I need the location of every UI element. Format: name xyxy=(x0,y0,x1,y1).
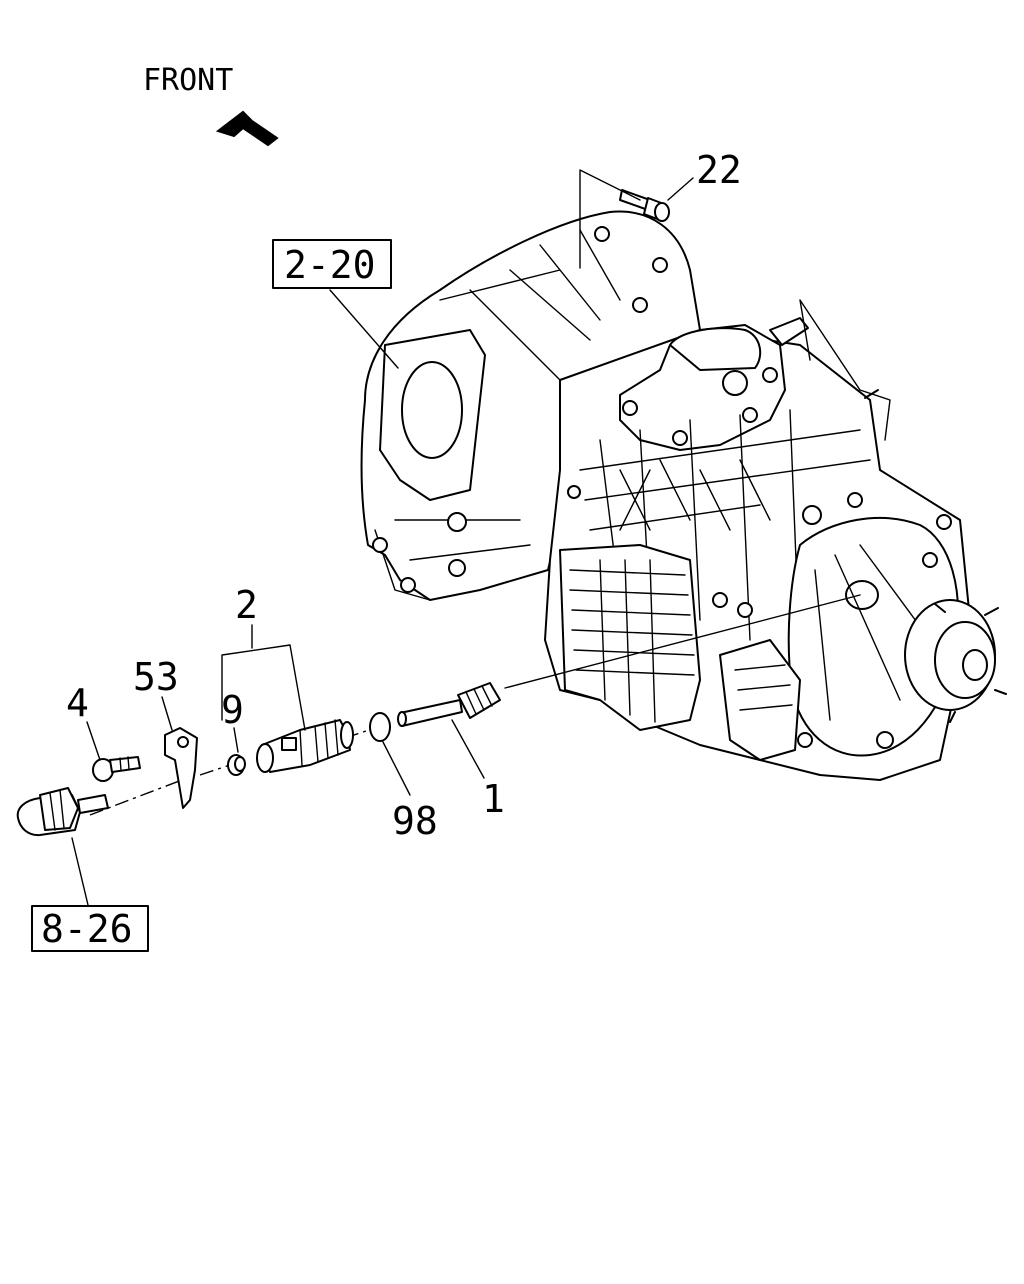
front-label: FRONT xyxy=(143,63,233,98)
reference-2-20: 2-20 xyxy=(284,243,376,287)
reference-8-26: 8-26 xyxy=(41,907,133,951)
driven-gear-shaft xyxy=(397,682,501,727)
callout-4: 4 xyxy=(66,681,89,725)
callout-22: 22 xyxy=(696,148,742,192)
callout-98: 98 xyxy=(392,799,438,843)
callout-9: 9 xyxy=(221,688,244,732)
callout-53: 53 xyxy=(133,655,179,699)
callout-2: 2 xyxy=(235,583,258,627)
sleeve-2 xyxy=(256,719,354,773)
front-arrow-icon xyxy=(215,110,279,147)
reference-box-8-26 xyxy=(31,905,149,952)
bolt-22 xyxy=(619,189,670,222)
bolt-4 xyxy=(92,756,141,782)
bush-9 xyxy=(227,754,246,776)
bell-housing xyxy=(360,210,701,601)
transmission-assembly xyxy=(360,210,1007,781)
input-bore xyxy=(401,361,463,459)
callout-1: 1 xyxy=(482,777,505,821)
o-ring-98 xyxy=(369,712,391,742)
output-flange xyxy=(904,599,1007,723)
speed-sensor xyxy=(16,787,109,837)
reference-box-2-20 xyxy=(272,239,392,289)
lock-plate-53 xyxy=(164,727,198,809)
